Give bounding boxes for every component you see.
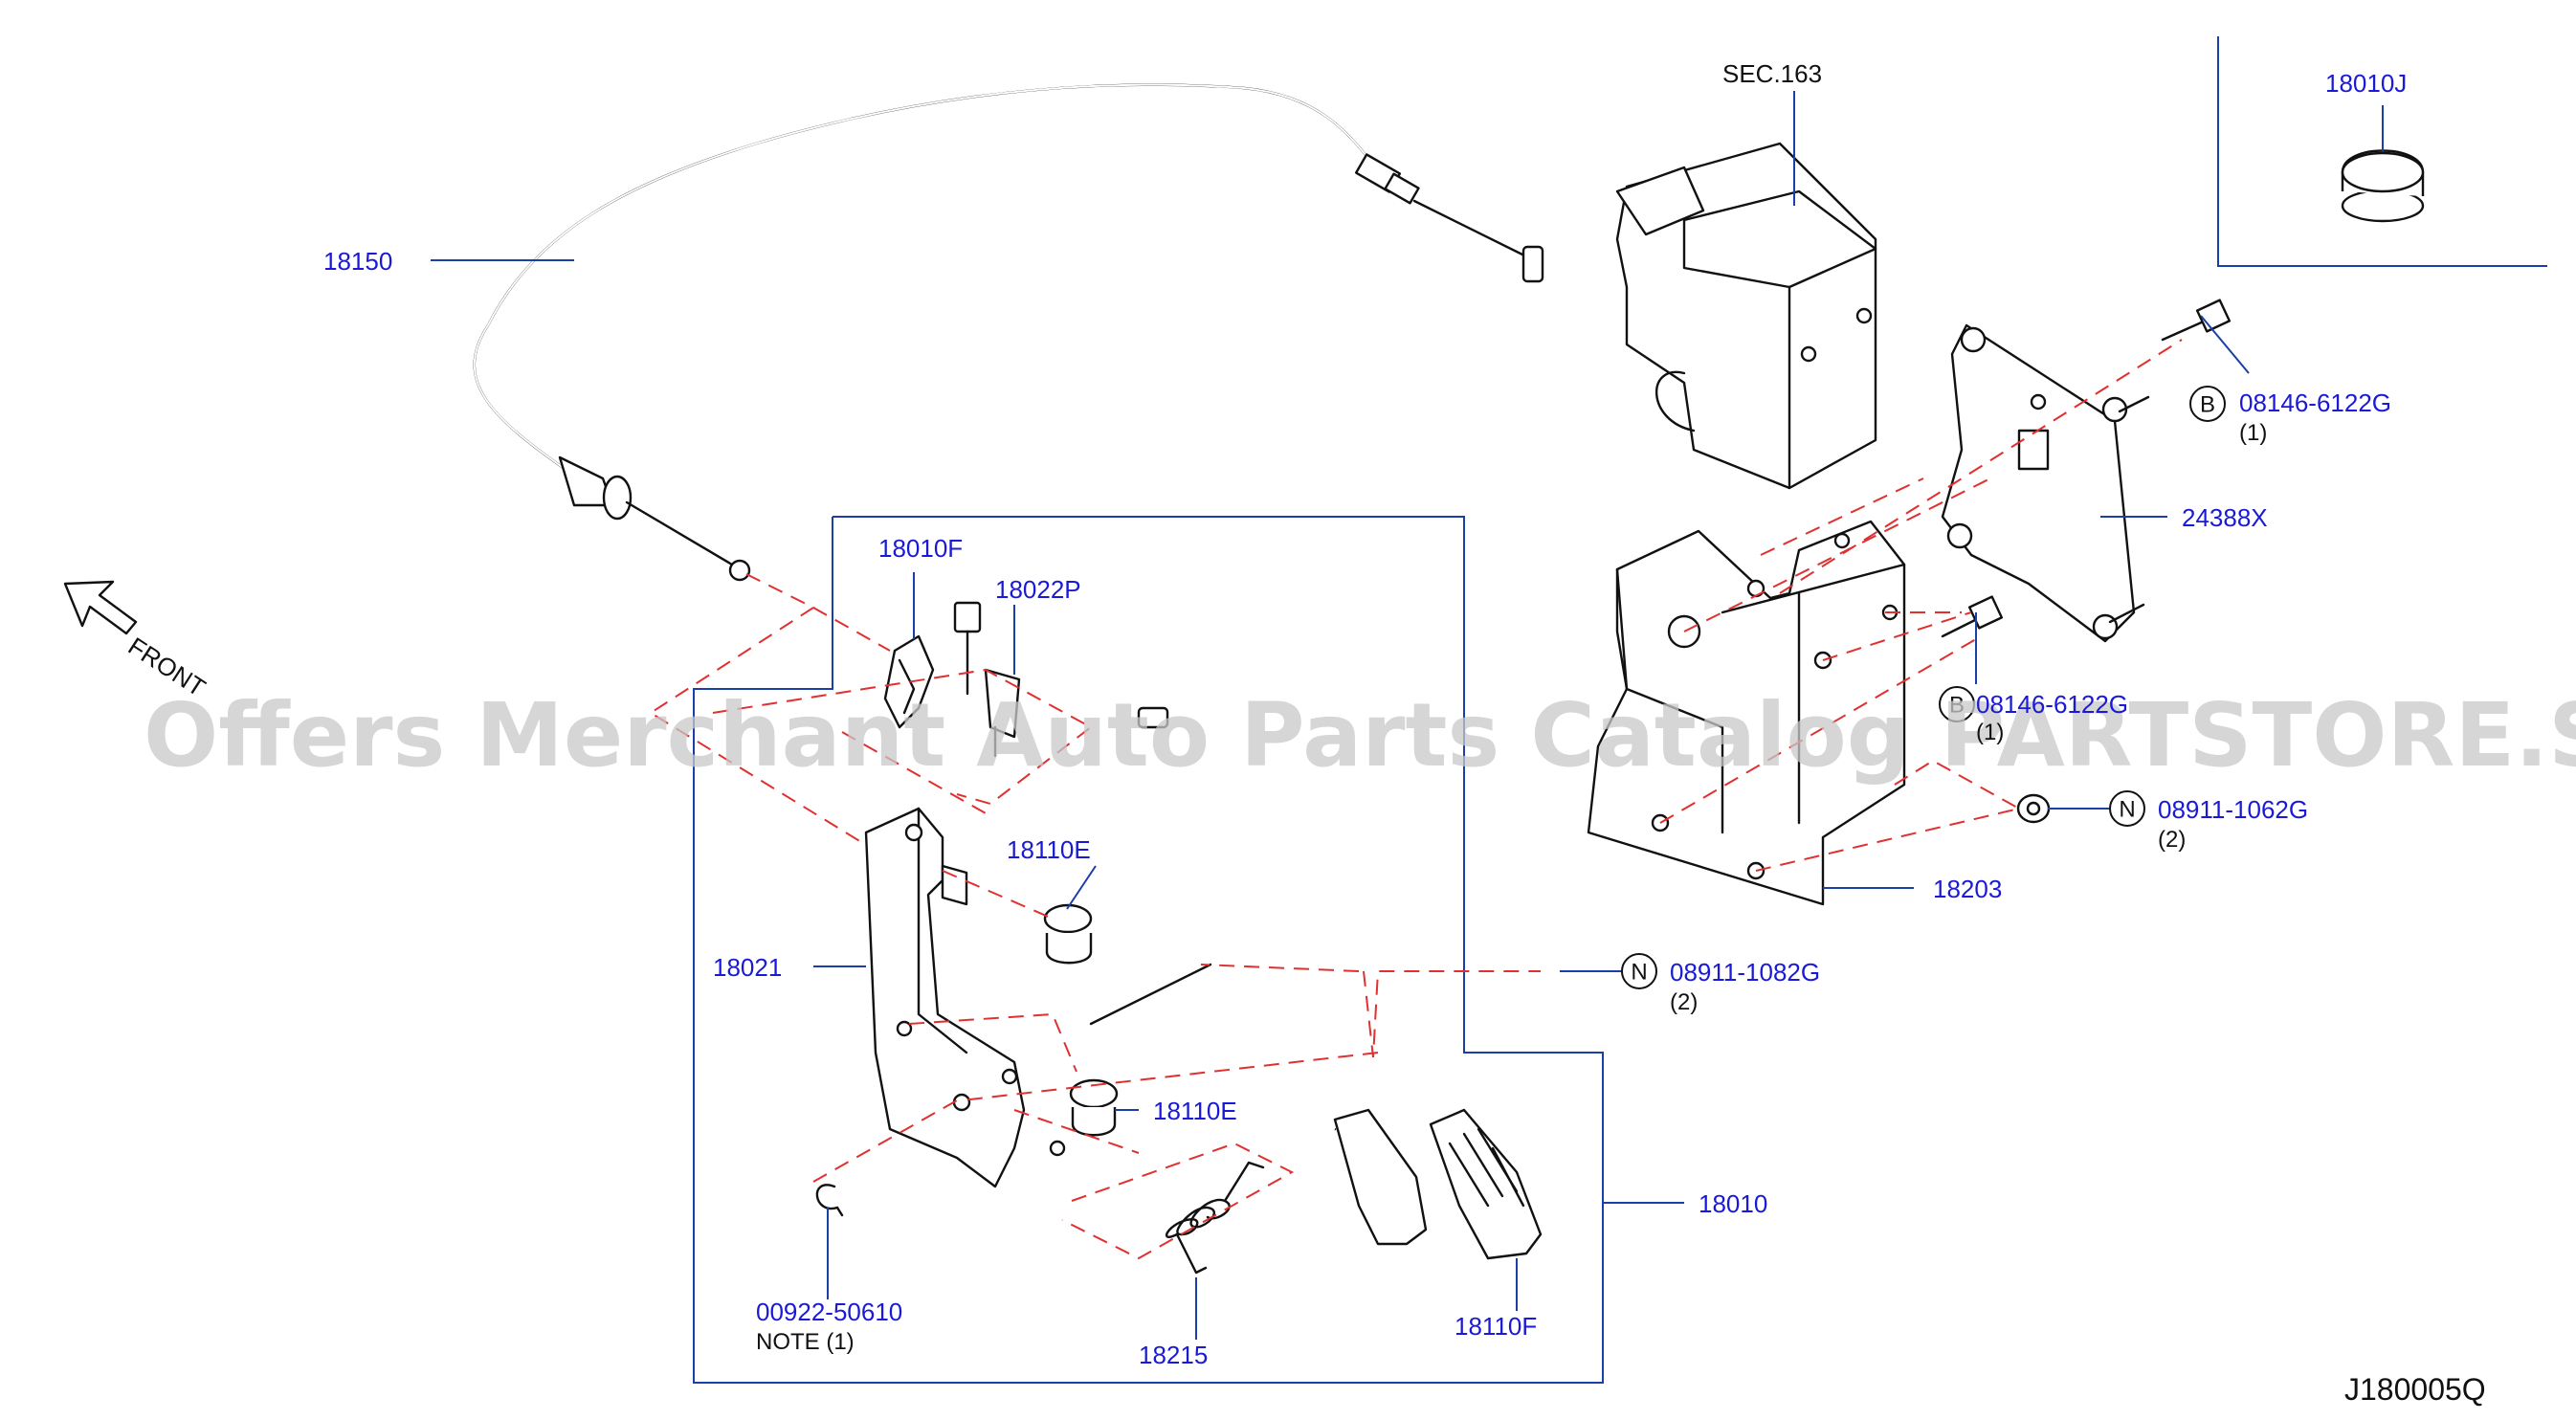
label-18022p[interactable]: 18022P [995,575,1081,604]
grommet-18010j [2341,149,2425,223]
label-18021[interactable]: 18021 [713,953,782,982]
lever-bracket-18021 [864,807,1066,1188]
label-00922-50610[interactable]: 00922-50610 [756,1298,902,1326]
pedal-bracket-18203 [1587,520,1906,906]
label-18010[interactable]: 18010 [1699,1189,1767,1218]
stud-plate-2 [2108,603,2145,624]
leader-lines [431,91,2384,1340]
pedal-assembly-frame [693,516,1604,1384]
grommet-inset-frame [2217,36,2547,267]
alignment-lines [649,339,2183,1260]
svg-text:N: N [1631,960,1647,986]
bolt-08146-upper [2161,299,2232,342]
diagram-code: J180005Q [2344,1372,2486,1407]
label-24388x[interactable]: 24388X [2182,503,2268,532]
svg-text:B: B [2200,392,2215,418]
switch-18022p [953,601,1021,758]
stopper-18110e-lower [1069,1078,1119,1137]
label-18150[interactable]: 18150 [323,247,392,276]
svg-text:B: B [1949,693,1965,719]
badge-nut-lower: N [1621,953,1657,989]
qty-08146-lower: (1) [1976,720,2004,745]
bolt-08146-lower [1941,595,2004,638]
mounting-plate-24388x [1941,323,2136,643]
label-18110e-upper[interactable]: 18110E [1007,835,1091,864]
label-18110e-lower[interactable]: 18110E [1153,1097,1237,1125]
label-18215[interactable]: 18215 [1139,1341,1208,1369]
label-18203[interactable]: 18203 [1933,875,2002,903]
label-08146-6122g-upper[interactable]: 08146-6122G [2239,388,2391,417]
badge-nut-top: N [2109,790,2145,827]
clip-18010f [883,634,935,729]
pedal-pad-18110f [1429,1108,1543,1260]
snap-ring-00922-50610 [815,1184,844,1217]
label-18010j[interactable]: 18010J [2325,69,2407,98]
label-08911-1082g[interactable]: 08911-1082G [1670,958,1820,987]
label-18110f[interactable]: 18110F [1455,1312,1537,1341]
pedal-lever-18010 [1089,706,1428,1246]
accelerator-cable[interactable] [473,83,1544,582]
badge-bolt-lower: B [1939,686,1975,722]
label-18010f[interactable]: 18010F [878,534,963,563]
nut-08911-1062g [2016,793,2051,824]
stopper-18110e-upper [1043,903,1093,965]
note-label: NOTE (1) [756,1329,855,1355]
watermark: Offers Merchant Auto Parts Catalog PARTS… [144,684,2576,787]
brake-actuator-sec163 [1615,142,1877,490]
badge-bolt-upper: B [2189,386,2226,422]
stud-plate-1 [2118,395,2150,413]
qty-08911-1062g: (2) [2158,827,2186,853]
qty-08146-upper: (1) [2239,420,2267,446]
svg-text:N: N [2119,797,2135,823]
qty-08911-1082g: (2) [1670,989,1698,1015]
label-08911-1062g[interactable]: 08911-1062G [2158,795,2308,824]
label-sec163[interactable]: SEC.163 [1722,59,1822,88]
return-spring-18215 [1166,1161,1265,1275]
label-08146-6122g-lower[interactable]: 08146-6122G [1976,690,2128,719]
